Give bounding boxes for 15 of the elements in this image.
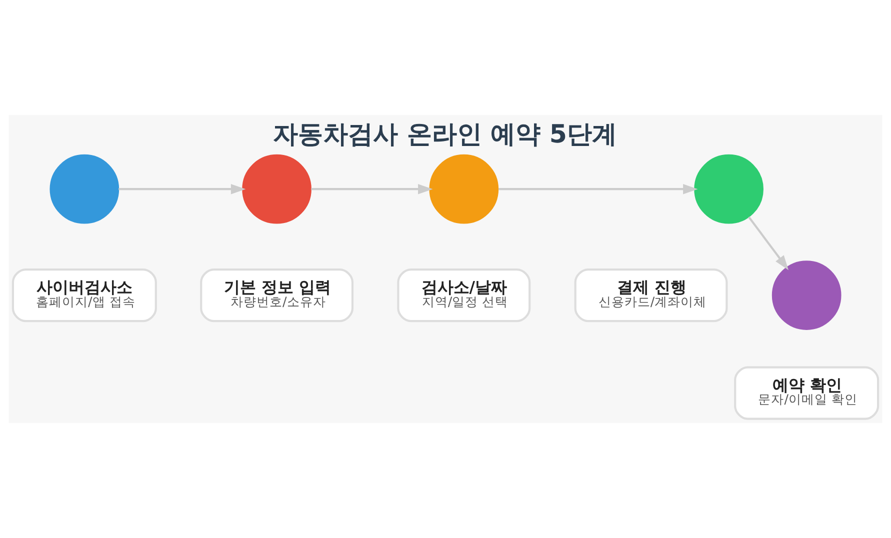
node-box: 결제 진행 신용카드/계좌이체 bbox=[574, 268, 728, 322]
arrow bbox=[311, 184, 433, 194]
arrow bbox=[748, 216, 789, 270]
node-box: 기본 정보 입력 차량번호/소유자 bbox=[200, 268, 354, 322]
node-circle bbox=[242, 154, 312, 224]
node-circle bbox=[50, 154, 120, 224]
diagram-title: 자동차검사 온라인 예약 5단계 bbox=[273, 120, 617, 149]
node-box: 사이버검사소 홈페이지/앱 접속 bbox=[12, 268, 157, 322]
node-circle bbox=[772, 260, 842, 330]
node-box: 검사소/날짜 지역/일정 선택 bbox=[397, 268, 531, 322]
arrow bbox=[118, 184, 246, 194]
arrow bbox=[498, 184, 698, 194]
node-circle bbox=[429, 154, 499, 224]
node-circle bbox=[694, 154, 764, 224]
node-box: 예약 확인 문자/이메일 확인 bbox=[734, 366, 880, 420]
